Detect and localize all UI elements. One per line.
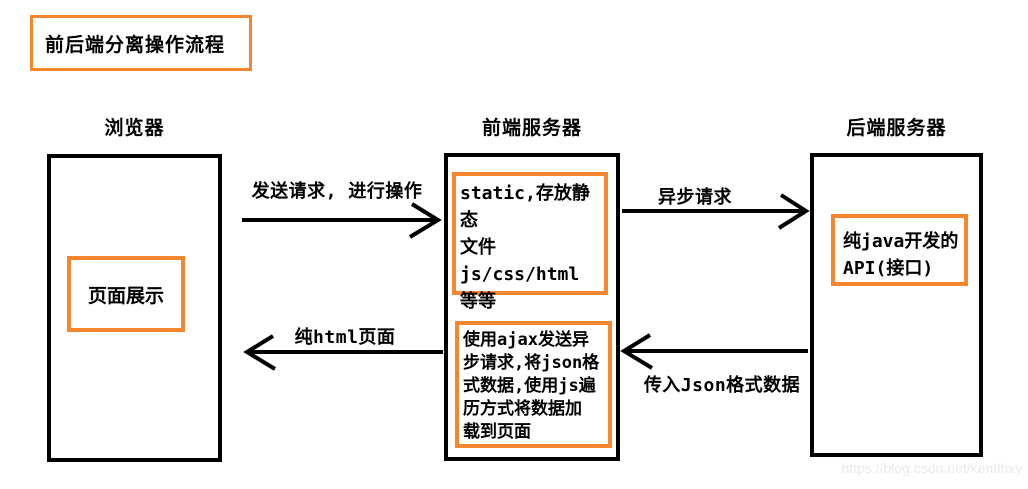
arrow-label-json-data: 传入Json格式数据: [643, 375, 801, 396]
arrow-json-data-icon: [620, 333, 808, 370]
csdn-watermark: https://blog.csdn.net/kentlhxy: [841, 460, 1022, 476]
arrow-send-request-icon: [242, 202, 442, 239]
java-api-box: 纯java开发的 API(接口): [831, 214, 968, 286]
static-files-box: static,存放静态 文件js/css/html 等等: [452, 172, 608, 312]
diagram-title: 前后端分离操作流程: [45, 33, 226, 56]
page-display-box: 页面展示: [67, 256, 185, 332]
diagram-title-box: 前后端分离操作流程: [30, 15, 252, 71]
ajax-request-box: 使用ajax发送异 步请求,将json格 式数据,使用js遍 历方式将数据加 载…: [455, 321, 612, 448]
browser-label: 浏览器: [104, 117, 165, 139]
arrow-label-send-request: 发送请求, 进行操作: [251, 181, 423, 202]
arrow-label-pure-html: 纯html页面: [294, 327, 396, 348]
frontend-server-label: 前端服务器: [481, 117, 582, 139]
backend-server-node: [810, 153, 983, 457]
backend-server-label: 后端服务器: [846, 117, 947, 139]
arrow-label-async-request: 异步请求: [658, 187, 732, 208]
